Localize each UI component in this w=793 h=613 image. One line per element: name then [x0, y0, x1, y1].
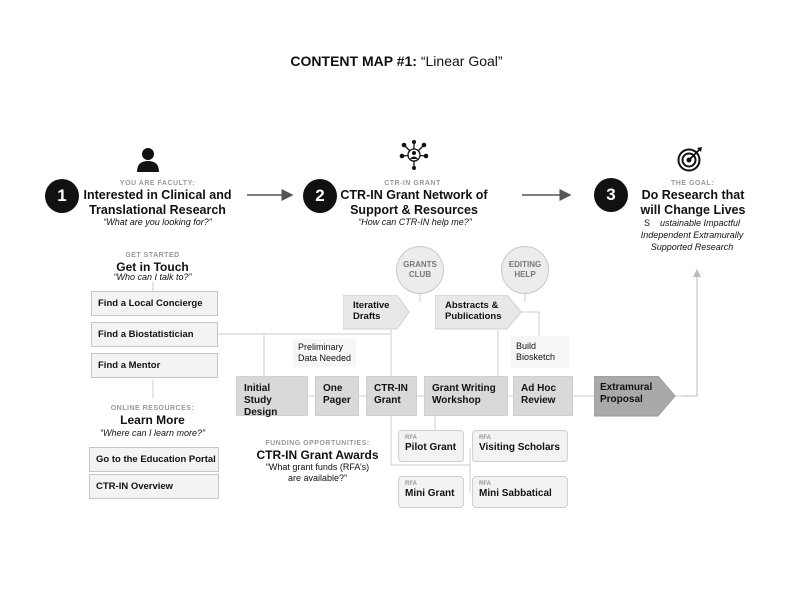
get-started-kicker: GET STARTED — [125, 252, 180, 259]
col3-kicker: THE GOAL: — [671, 180, 714, 187]
online-resources-heading: Learn More — [120, 413, 185, 427]
find-mentor-button[interactable]: Find a Mentor — [91, 353, 218, 378]
online-resources-kicker: ONLINE RESOURCES: — [110, 405, 195, 412]
col1-kicker: YOU ARE FACULTY: — [119, 180, 196, 187]
network-icon — [399, 140, 429, 175]
person-icon — [135, 146, 161, 177]
step-number-2: 2 — [303, 179, 337, 213]
ctr-in-overview-button[interactable]: CTR-IN Overview — [89, 474, 219, 499]
col1-heading: Interested in Clinical and Translational… — [83, 188, 232, 217]
col3-heading: Do Research that will Change Lives — [640, 188, 746, 217]
col2-kicker: CTR-IN GRANT — [384, 180, 441, 187]
funding-heading: CTR-IN Grant Awards — [256, 448, 379, 462]
find-local-concierge-button[interactable]: Find a Local Concierge — [91, 291, 218, 316]
col1-question: “What are you looking for?” — [103, 217, 212, 227]
col3-description: S ustainable Impactful Independent Extra… — [640, 218, 744, 252]
find-biostatistician-button[interactable]: Find a Biostatistician — [91, 322, 218, 347]
col2-heading: CTR-IN Grant Network of Support & Resour… — [340, 188, 488, 217]
get-started-question: “Who can I talk to?” — [113, 272, 192, 282]
get-started-heading: Get in Touch — [116, 260, 189, 274]
funding-question: “What grant funds (RFA’s)are available?” — [265, 462, 370, 483]
target-icon — [677, 146, 703, 177]
funding-kicker: FUNDING OPPORTUNITIES: — [265, 440, 370, 447]
col2-question: “How can CTR-IN help me?” — [358, 217, 472, 227]
arrow-to-goal — [682, 269, 701, 397]
page-title: CONTENT MAP #1: “Linear Goal” — [290, 53, 503, 69]
online-resources-question: “Where can I learn more?” — [99, 428, 206, 438]
education-portal-button[interactable]: Go to the Education Portal — [89, 447, 219, 472]
step-number-1: 1 — [45, 179, 79, 213]
abstracts-publications-arrow[interactable]: Abstracts &Publications — [435, 295, 522, 330]
step-number-3: 3 — [594, 178, 628, 212]
